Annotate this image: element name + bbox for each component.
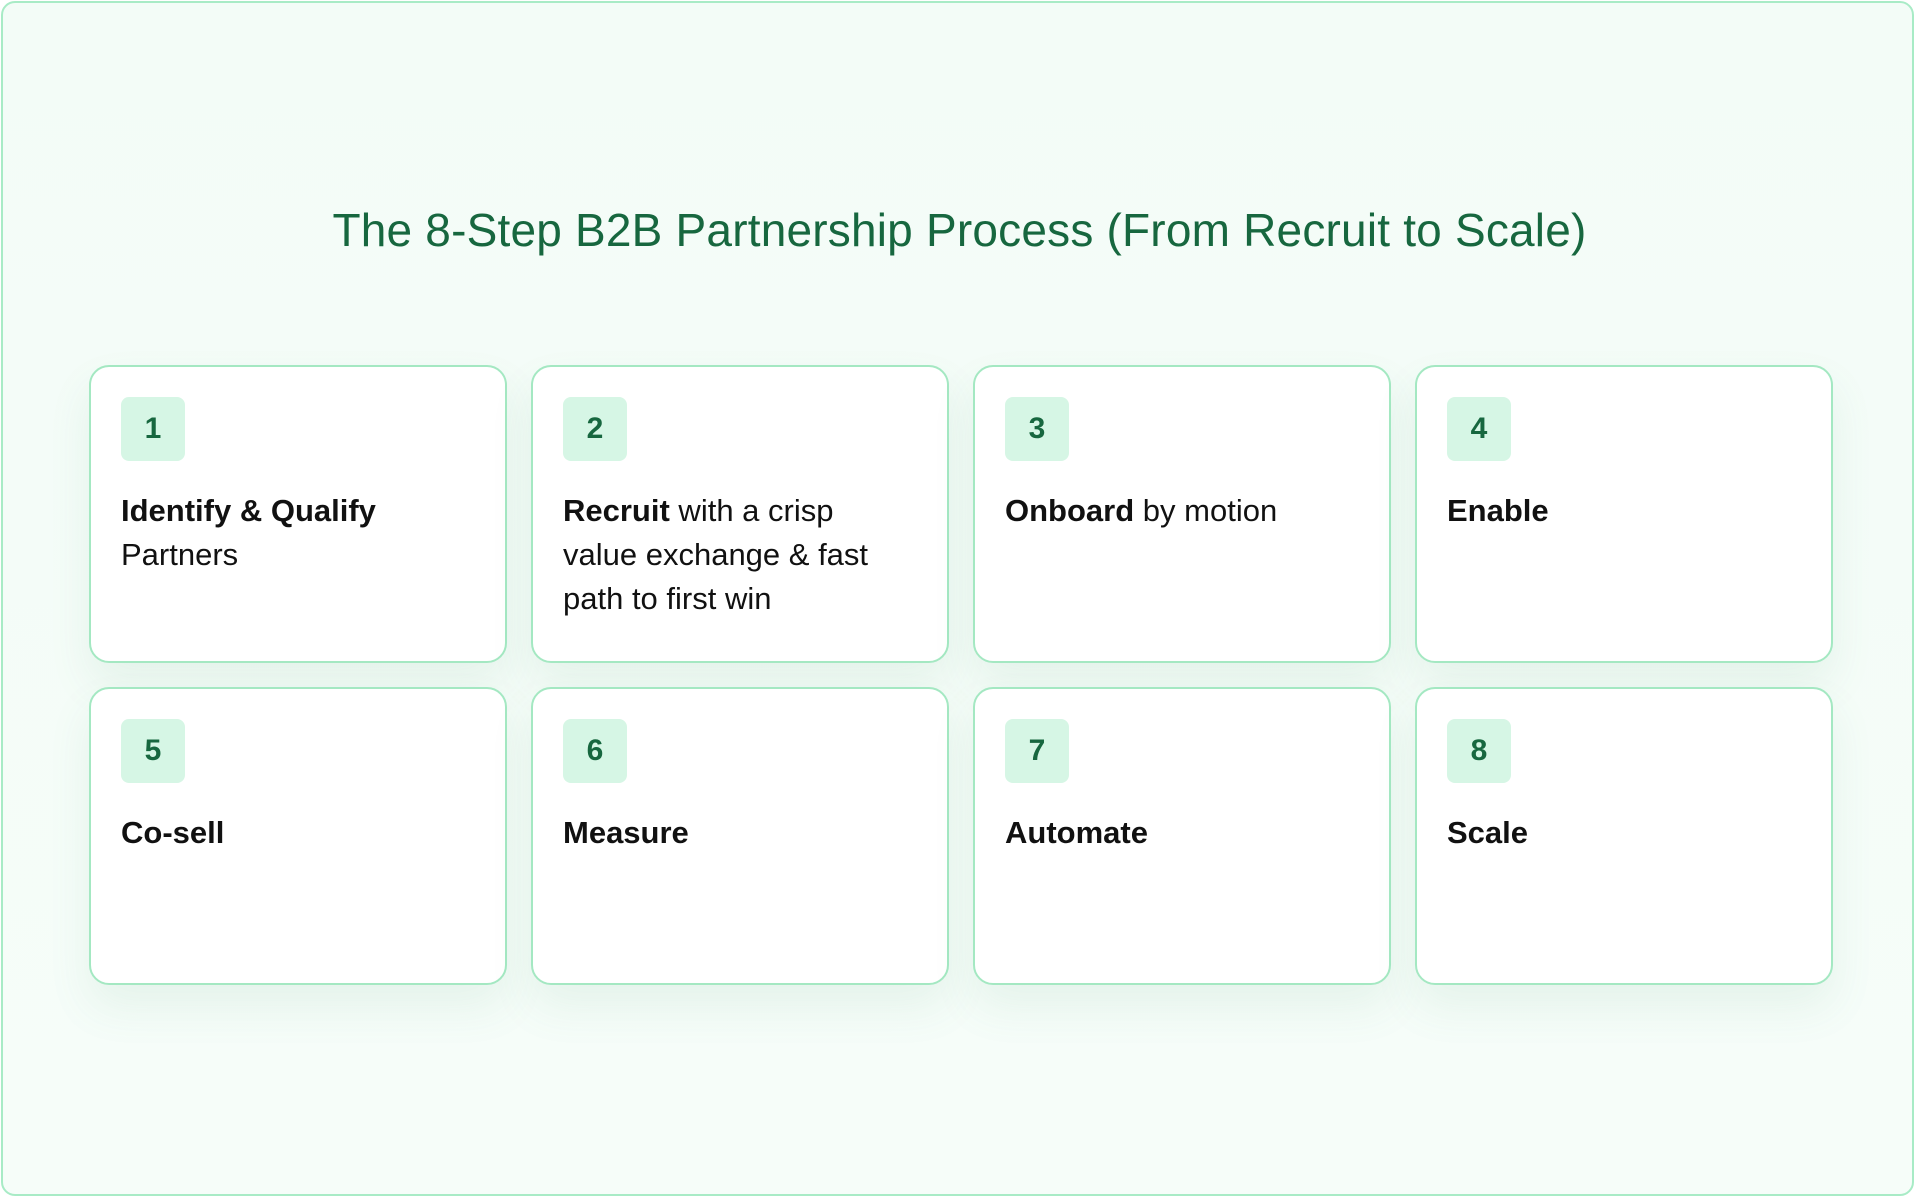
step-title: Measure <box>563 815 689 850</box>
step-number-badge: 3 <box>1005 397 1069 461</box>
step-title: Automate <box>1005 815 1148 850</box>
step-title: Enable <box>1447 493 1549 528</box>
step-detail: by motion <box>1134 493 1278 528</box>
step-card-2: 2 Recruit with a crisp value exchange & … <box>531 365 949 663</box>
steps-grid: 1 Identify & Qualify Partners 2 Recruit … <box>89 365 1835 985</box>
step-number-badge: 5 <box>121 719 185 783</box>
step-number-badge: 8 <box>1447 719 1511 783</box>
step-description: Onboard by motion <box>1005 489 1345 533</box>
step-title: Onboard <box>1005 493 1135 528</box>
step-title: Co-sell <box>121 815 225 850</box>
step-number-badge: 2 <box>563 397 627 461</box>
step-detail: Partners <box>121 537 239 572</box>
step-number-badge: 6 <box>563 719 627 783</box>
step-card-3: 3 Onboard by motion <box>973 365 1391 663</box>
diagram-title: The 8-Step B2B Partnership Process (From… <box>332 204 1587 256</box>
step-number-badge: 4 <box>1447 397 1511 461</box>
step-description: Identify & Qualify Partners <box>121 489 461 577</box>
step-detail: with a crisp value exchange & fast path … <box>563 493 869 616</box>
step-card-1: 1 Identify & Qualify Partners <box>89 365 507 663</box>
step-card-5: 5 Co-sell <box>89 687 507 985</box>
step-card-6: 6 Measure <box>531 687 949 985</box>
step-description: Enable <box>1447 489 1787 533</box>
step-number-badge: 7 <box>1005 719 1069 783</box>
step-description: Scale <box>1447 811 1787 855</box>
step-card-4: 4 Enable <box>1415 365 1833 663</box>
step-description: Recruit with a crisp value exchange & fa… <box>563 489 903 621</box>
step-title: Identify & Qualify <box>121 493 376 528</box>
step-number-badge: 1 <box>121 397 185 461</box>
step-description: Co-sell <box>121 811 461 855</box>
step-title: Recruit <box>563 493 670 528</box>
step-card-7: 7 Automate <box>973 687 1391 985</box>
step-card-8: 8 Scale <box>1415 687 1833 985</box>
step-title: Scale <box>1447 815 1529 850</box>
step-description: Measure <box>563 811 903 855</box>
step-description: Automate <box>1005 811 1345 855</box>
